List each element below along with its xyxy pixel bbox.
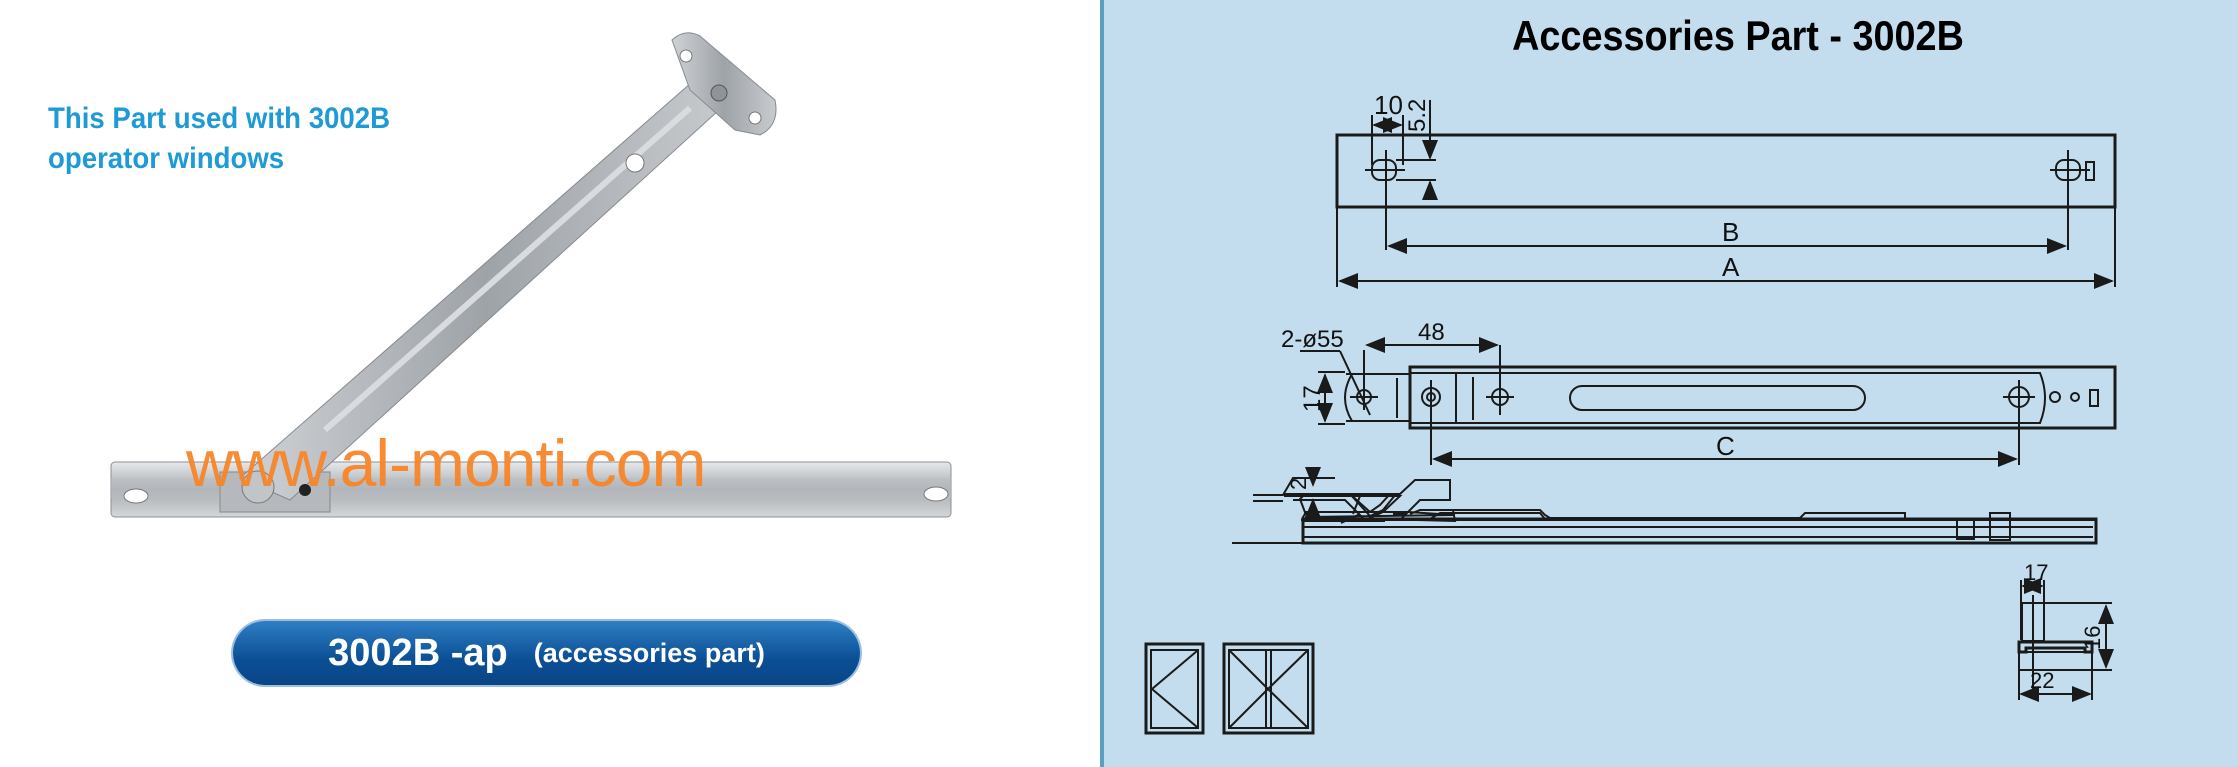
- usage-note-line1: This Part used with 3002B: [48, 102, 391, 135]
- usage-note-line2: operator windows: [48, 142, 285, 175]
- dim-a-label: A: [1722, 252, 1740, 282]
- dim-spacing-label: 48: [1418, 319, 1445, 346]
- dim-width-label: 17: [1299, 385, 1326, 412]
- drawing-title: Accessories Part - 3002B: [1512, 12, 1964, 59]
- dim-bottom-label: 22: [2030, 668, 2054, 693]
- panel-divider: [1100, 0, 1104, 767]
- plan-view-drawing: 2-ø55 48 17 C: [1281, 319, 2117, 467]
- section-view-drawing: 17 16 22: [2017, 560, 2114, 702]
- side-view-drawing: 2: [1232, 467, 2098, 545]
- top-view-drawing: 10 5.2 B A: [1335, 90, 2117, 289]
- rail: [110, 461, 952, 518]
- dim-slot-height: 5.2: [1404, 99, 1431, 132]
- website-watermark: www.al-monti.com: [186, 426, 706, 500]
- bracket: [671, 32, 777, 136]
- dim-c-label: C: [1716, 431, 1735, 461]
- technical-drawing-panel: [1104, 0, 2238, 767]
- double-window-icon: [1222, 642, 1315, 735]
- dim-slot-width: 10: [1374, 90, 1403, 120]
- dim-height-label: 16: [2080, 626, 2105, 650]
- dim-thickness-label: 2: [1286, 478, 1311, 490]
- product-label-badge: 3002B -ap (accessories part): [233, 621, 860, 685]
- dim-b-label: B: [1722, 217, 1739, 247]
- product-code: 3002B -ap: [328, 631, 508, 674]
- product-description: (accessories part): [533, 637, 765, 668]
- dim-holes-label: 2-ø55: [1281, 326, 1344, 353]
- single-window-icon: [1144, 642, 1205, 735]
- dim-top-label: 17: [2024, 560, 2048, 585]
